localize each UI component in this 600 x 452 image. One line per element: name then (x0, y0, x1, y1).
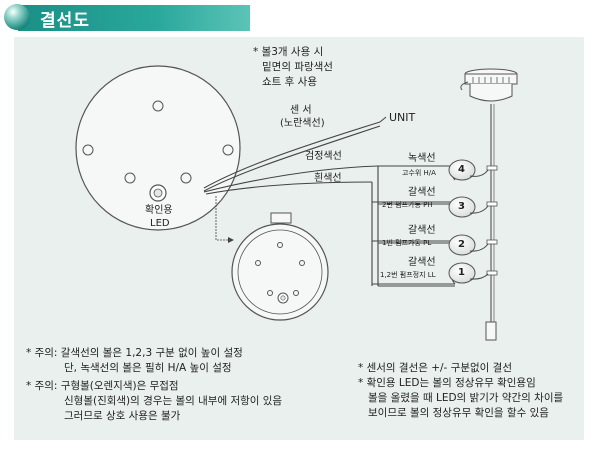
float-ball-2 (448, 234, 489, 256)
sensor-head-icon (460, 68, 518, 102)
black-wire-label: 검정색선 (305, 151, 342, 162)
top-note-line-2: 밑면의 파랑색선 (262, 61, 333, 73)
position-1-number: 1 (458, 267, 465, 278)
caution-note-1-detail: 단, 녹색선의 볼은 필히 H/A 높이 설정 (64, 362, 232, 374)
position-4-color: 녹색선 (408, 153, 436, 164)
led-note: * 확인용 LED는 볼의 정상유무 확인용임 (358, 377, 536, 389)
caution-note-2-detail-2: 그러므로 상호 사용은 불가 (64, 410, 181, 422)
top-note-line-1: * 볼3개 사용 시 (253, 46, 324, 58)
led-label-line-1: 확인용 (145, 205, 173, 216)
sensor-wires (203, 121, 455, 195)
float-ball-3 (448, 196, 489, 218)
white-wire-label: 흰색선 (314, 173, 342, 184)
wire-bus (371, 166, 455, 287)
sensor-label: 센 서 (290, 105, 312, 116)
page-title: 결선도 (40, 11, 90, 31)
position-3-number: 3 (458, 201, 465, 212)
led-note-detail-2: 보이므로 볼의 정상유무 확인을 할수 있음 (368, 407, 549, 419)
wiring-note: * 센서의 결선은 +/- 구분없이 결선 (358, 362, 512, 374)
section-header: 결선도 (0, 0, 250, 36)
position-2-color: 갈색선 (408, 225, 436, 236)
position-1-color: 갈색선 (408, 257, 436, 268)
float-ball-4 (448, 159, 489, 181)
float-ball-1 (448, 262, 489, 285)
caution-note-1: * 주의: 갈색선의 볼은 1,2,3 구분 없이 높이 설정 (26, 347, 243, 359)
position-2-desc: 1번 펌프가동 PL (382, 239, 432, 247)
position-4-number: 4 (458, 164, 465, 175)
position-3-color: 갈색선 (408, 187, 436, 198)
position-1-desc: 1,2번 펌프정지 LL (380, 271, 436, 279)
top-note-line-3: 쇼트 후 사용 (262, 76, 317, 88)
sensor-connector (231, 212, 329, 321)
float-rod (485, 104, 498, 341)
unit-disc (75, 65, 241, 231)
unit-label: UNIT (389, 111, 416, 124)
led-label-line-2: LED (150, 218, 170, 229)
position-3-desc: 2번 펌프가동 PH (382, 201, 433, 209)
caution-note-2-detail-1: 신형볼(진회색)의 경우는 볼의 내부에 저항이 있음 (64, 395, 283, 407)
header-bar (18, 5, 250, 31)
sensor-color-label: (노란색선) (280, 118, 325, 129)
bullet-ball-icon (4, 4, 30, 30)
position-2-number: 2 (458, 239, 465, 250)
position-4-desc: 고수위 H/A (402, 169, 436, 177)
caution-note-2: * 주의: 구형볼(오렌지색)은 무접점 (26, 380, 179, 392)
led-note-detail-1: 볼을 올렸을 때 LED의 밝기가 약간의 차이를 (368, 392, 564, 404)
